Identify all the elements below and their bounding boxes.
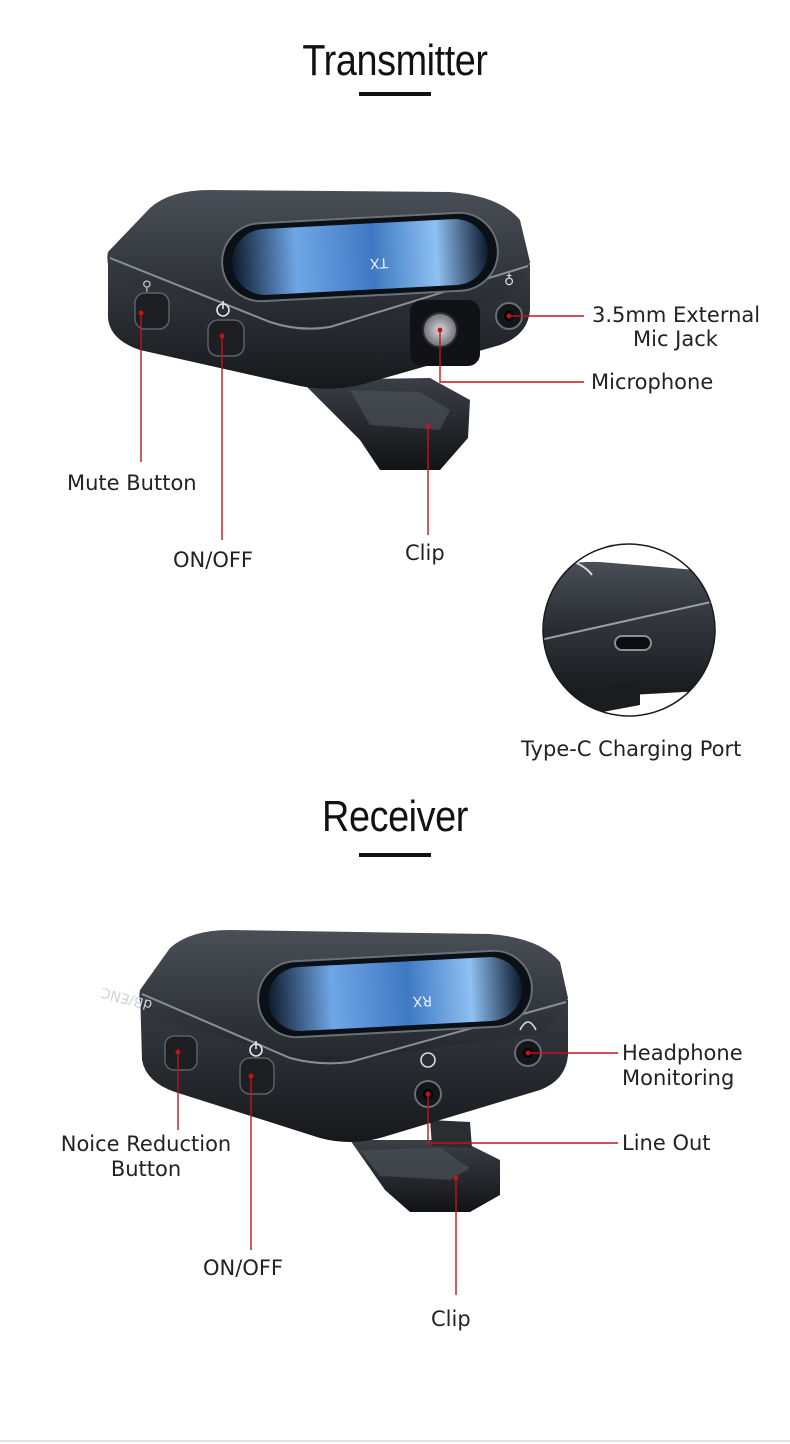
- callout-line-out: [427, 1094, 618, 1144]
- type-c-zoom-ring: [542, 543, 716, 717]
- transmitter-title: Transmitter: [302, 36, 488, 85]
- callout-microphone: [439, 330, 584, 383]
- transmitter-callouts: [140, 313, 584, 540]
- transmitter-title-underline: [359, 92, 431, 96]
- label-on-off: ON/OFF: [173, 548, 254, 572]
- bottom-divider: [0, 1440, 790, 1442]
- label-receiver-on-off: ON/OFF: [203, 1256, 284, 1280]
- label-headphone-line2: Monitoring: [622, 1066, 735, 1090]
- receiver-noise-button[interactable]: [164, 1035, 198, 1071]
- label-noise-line2: Button: [110, 1157, 182, 1181]
- label-mic-jack-line2: Mic Jack: [633, 327, 718, 351]
- receiver-line-out-icon: [420, 1052, 436, 1068]
- transmitter-mute-button[interactable]: [134, 292, 170, 330]
- receiver-title: Receiver: [322, 792, 468, 841]
- type-c-zoom: [542, 543, 716, 717]
- transmitter-mic-jack-icon: ♁: [504, 273, 514, 289]
- receiver-screen-text: RX: [412, 992, 433, 1009]
- label-clip: Clip: [405, 541, 445, 565]
- transmitter-mute-icon: ⚲: [142, 279, 152, 294]
- label-line-out: Line Out: [622, 1131, 711, 1155]
- receiver-power-button[interactable]: [239, 1057, 275, 1095]
- transmitter-screen-text: TX: [369, 254, 389, 271]
- label-microphone: Microphone: [591, 370, 714, 394]
- transmitter-power-button[interactable]: [207, 319, 245, 357]
- receiver-title-underline: [359, 853, 431, 857]
- label-mic-jack-line1: 3.5mm External: [592, 303, 761, 327]
- label-type-c-port: Type-C Charging Port: [521, 737, 742, 761]
- transmitter-bevel: [109, 257, 529, 330]
- transmitter-clip-highlight: [350, 390, 450, 430]
- label-headphone-line1: Headphone: [622, 1041, 743, 1065]
- label-mute-button: Mute Button: [67, 471, 197, 495]
- receiver-device: RX dB/ENC: [99, 930, 568, 1212]
- receiver-callouts: [177, 1052, 618, 1295]
- type-c-port-icon: [614, 635, 652, 651]
- headphone-icon: [519, 1021, 537, 1031]
- label-receiver-clip: Clip: [431, 1307, 471, 1331]
- transmitter-screen: [232, 219, 488, 295]
- label-noise-line1: Noice Reduction: [60, 1132, 232, 1156]
- transmitter-device: TX ⚲ ♁: [107, 190, 531, 470]
- receiver-screen: [268, 957, 522, 1031]
